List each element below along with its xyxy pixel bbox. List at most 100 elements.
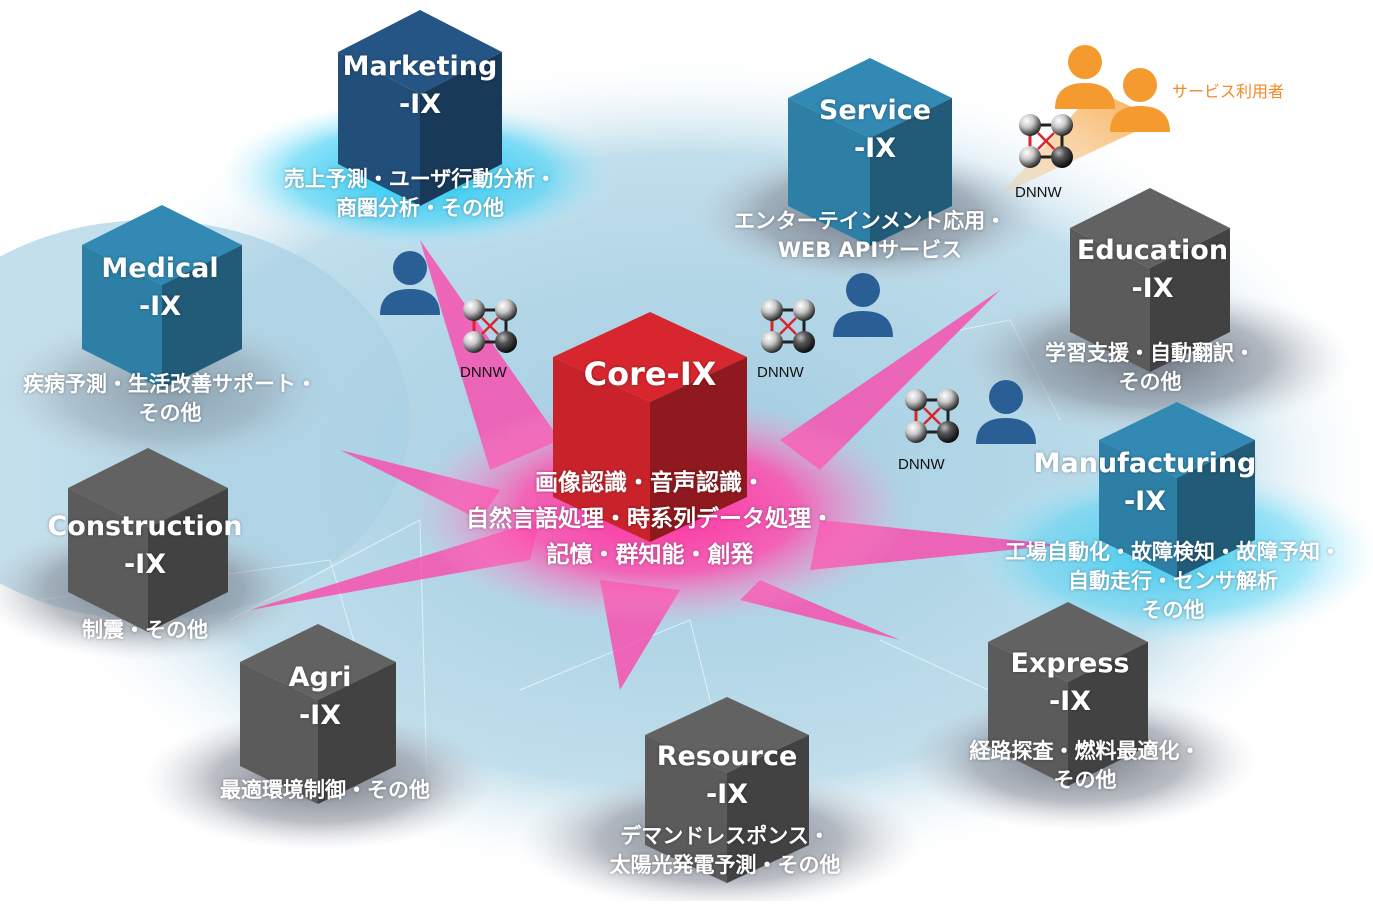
dnnw-node [761, 299, 783, 321]
resource-ix-description: デマンドレスポンス・ 太陽光発電予測・その他 [570, 822, 880, 880]
node-title-line: -IX [298, 700, 342, 731]
agri-cube-right [318, 662, 396, 804]
dnnw-cross-red [481, 317, 499, 335]
dnnw-node [937, 421, 959, 443]
medical-cube-left [82, 245, 162, 389]
node-title-line: Marketing [342, 51, 498, 82]
education-cube-left [1070, 228, 1150, 372]
user-body [976, 418, 1036, 444]
marketing-cube-left [338, 52, 420, 206]
dnnw-node [1019, 146, 1041, 168]
construction-cube-right [148, 488, 228, 632]
dnnw-label-left: DNNW [460, 364, 507, 381]
service-ix-title: Service -IX [775, 92, 975, 168]
dnnw-icon-service [1019, 114, 1073, 168]
education-ix-description: 学習支援・自動翻訳・ その他 [1000, 339, 1300, 397]
dnnw-node [463, 331, 485, 353]
service-cube-right [870, 98, 952, 246]
agri-ix-title: Agri -IX [220, 659, 420, 735]
node-desc-line: 自動走行・センサ解析 [1068, 569, 1278, 593]
node-title-line: -IX [1131, 273, 1174, 304]
user-body [380, 289, 440, 315]
service-user-icon-back [1055, 45, 1115, 109]
dnnw-node [495, 331, 517, 353]
manufacturing-cube-left [1099, 440, 1177, 578]
dnnw-node [1019, 114, 1041, 136]
user-body [1110, 106, 1170, 132]
dnnw-cross-red [779, 317, 797, 335]
core-cube [553, 312, 747, 542]
express-cube-left [988, 642, 1068, 786]
education-cube [1070, 188, 1230, 372]
node-title-line: Service [818, 95, 932, 126]
dnnw-label-center: DNNW [757, 364, 804, 381]
resource-cube-left [645, 735, 727, 883]
user-head [393, 251, 427, 285]
resource-ix-title: Resource -IX [627, 738, 827, 814]
service-cube-left [788, 98, 870, 246]
node-title-line: Agri [288, 662, 352, 693]
node-desc-line: その他 [1118, 370, 1182, 394]
node-title-line: Construction [47, 511, 243, 542]
user-head [1068, 45, 1102, 79]
dnnw-node [1051, 114, 1073, 136]
core-cube-left [553, 357, 650, 542]
node-title-line: Manufacturing [1033, 448, 1257, 479]
construction-ix-title: Construction -IX [40, 508, 250, 584]
marketing-cube-right [420, 52, 502, 206]
node-title-line: -IX [853, 133, 897, 164]
node-title-line: Resource [656, 741, 798, 772]
node-title-line: -IX [138, 291, 182, 322]
medical-cube-right [162, 245, 242, 389]
node-desc-line: その他 [138, 401, 202, 425]
construction-cube [68, 448, 228, 632]
node-desc-line: 最適環境制御・その他 [220, 778, 430, 802]
agri-cube-left [240, 662, 318, 804]
dnnw-node [1051, 146, 1073, 168]
manufacturing-ix-description: 工場自動化・故障検知・故障予知・ 自動走行・センサ解析 その他 [983, 538, 1363, 625]
dnnw-node [937, 389, 959, 411]
node-desc-line: 売上予測・ユーザ行動分析・ [283, 167, 557, 191]
dnnw-label-right: DNNW [898, 456, 945, 473]
user-head [989, 380, 1023, 414]
user-icon-service [833, 273, 893, 337]
medical-ix-description: 疾病予測・生活改善サポート・ その他 [0, 370, 340, 428]
core-ix-title: Core-IX [583, 355, 717, 393]
node-desc-line: 学習支援・自動翻訳・ [1045, 341, 1255, 365]
marketing-ix-title: Marketing -IX [320, 48, 520, 124]
node-desc-line: エンターテインメント応用・ [733, 209, 1007, 233]
agri-cube [240, 624, 396, 804]
cube-layer [68, 10, 1255, 883]
core-ix-description: 画像認識・音声認識・ 自然言語処理・時系列データ処理・ 記憶・群知能・創発 [420, 465, 880, 573]
medical-ix-title: Medical -IX [60, 250, 260, 326]
dnnw-icon-center [761, 299, 815, 353]
manufacturing-cube [1099, 402, 1255, 578]
education-ix-title: Education -IX [1050, 232, 1255, 308]
user-body [833, 311, 893, 337]
marketing-ix-description: 売上予測・ユーザ行動分析・ 商圏分析・その他 [240, 165, 600, 223]
dnnw-icon-right [905, 389, 959, 443]
node-title-line: -IX [123, 549, 167, 580]
dnnw-label-service: DNNW [1015, 184, 1062, 201]
dnnw-cross-red [923, 407, 941, 425]
service-user-icon-front [1110, 68, 1170, 132]
dnnw-node [793, 331, 815, 353]
express-ix-description: 経路探査・燃料最適化・ その他 [940, 737, 1230, 795]
node-desc-line: 工場自動化・故障検知・故障予知・ [1005, 540, 1341, 564]
user-head [1123, 68, 1157, 102]
node-title-line: -IX [1123, 486, 1167, 517]
dnnw-icon-left [463, 299, 517, 353]
medical-glow [0, 310, 335, 470]
express-cube [988, 602, 1148, 786]
node-desc-line: 経路探査・燃料最適化・ [969, 739, 1201, 763]
node-desc-line: デマンドレスポンス・ [620, 824, 830, 848]
dnnw-cross-red [1037, 132, 1055, 150]
marketing-cube [338, 10, 502, 206]
node-desc-line: その他 [1141, 598, 1205, 622]
dnnw-layer [463, 114, 1073, 443]
dnnw-node [495, 299, 517, 321]
service-cube [788, 58, 952, 246]
user-layer [380, 45, 1170, 444]
